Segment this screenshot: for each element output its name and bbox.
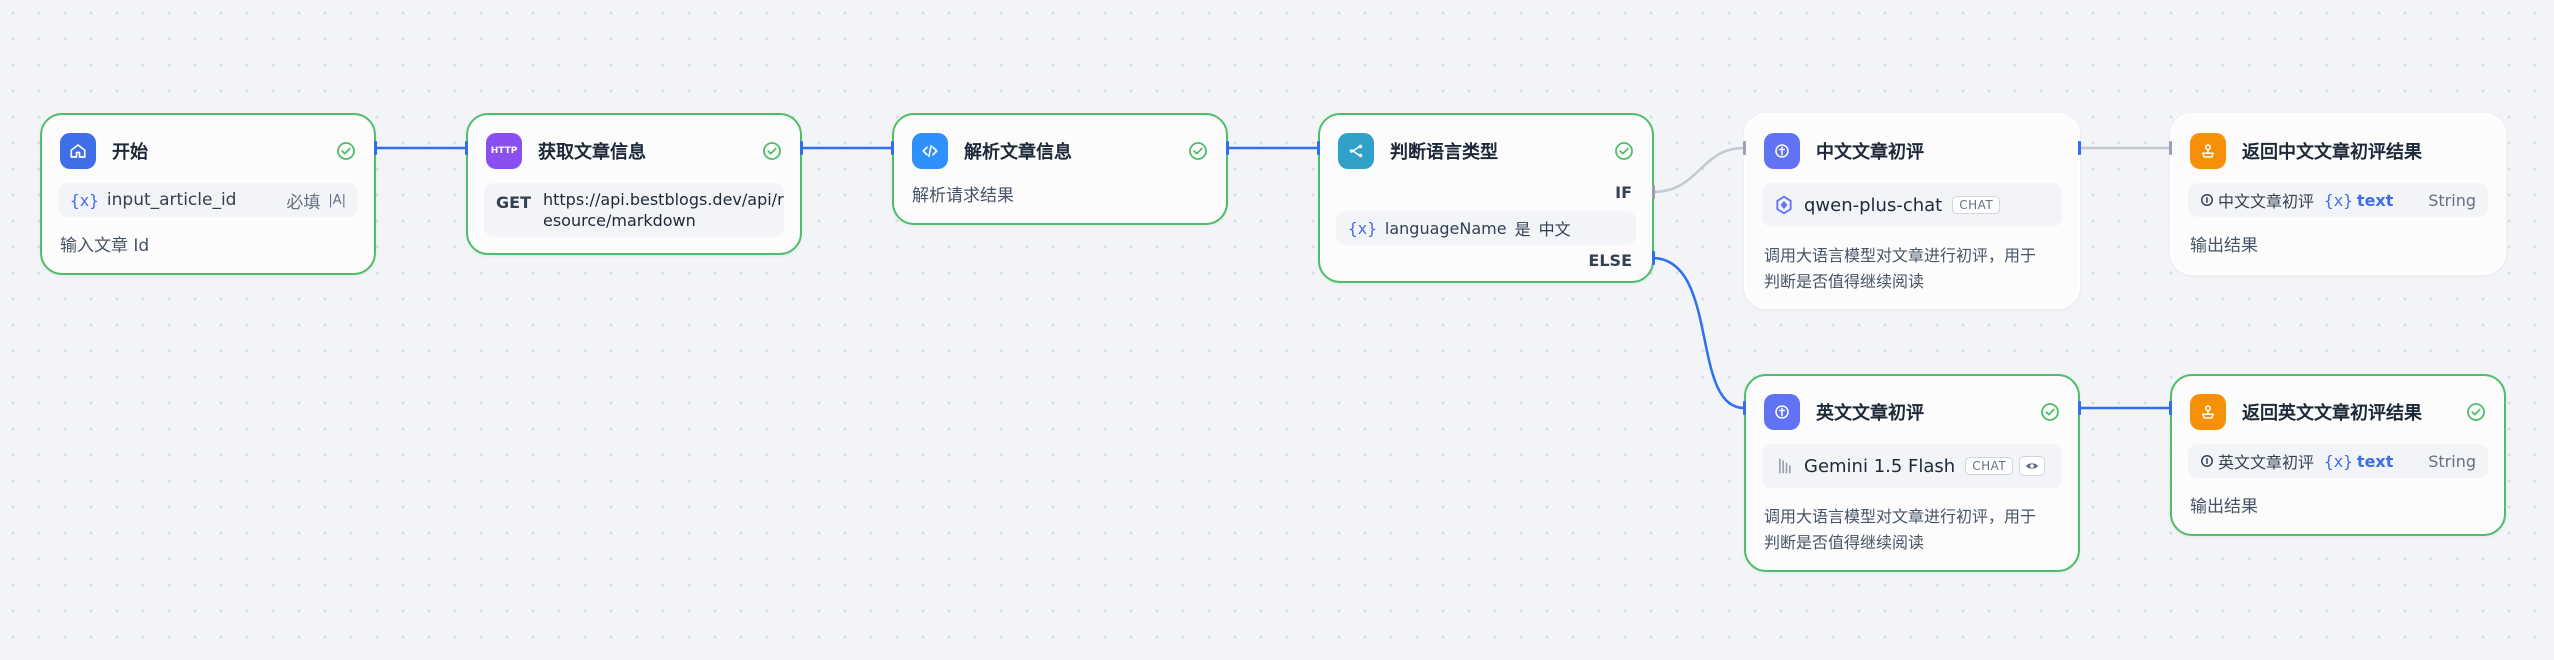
node-description: 调用大语言模型对文章进行初评，用于 判断是否值得继续阅读 [1764, 504, 2036, 556]
variable-name: input_article_id [106, 190, 237, 210]
node-ifelse[interactable]: 判断语言类型 IF {x} languageName 是 中文 ELSE [1318, 113, 1654, 283]
http-icon: HTTP [486, 133, 522, 169]
start-output-port[interactable] [374, 141, 377, 155]
node-description: 输出结果 [2190, 236, 2258, 256]
node-title: 英文文章初评 [1816, 403, 1924, 424]
source-node-name: 英文文章初评 [2218, 453, 2315, 472]
check-circle-icon [2041, 403, 2059, 421]
llm-cn-output-port[interactable] [2078, 141, 2081, 155]
check-circle-icon [1615, 142, 1633, 160]
end-icon [2190, 133, 2226, 169]
node-code[interactable]: 解析文章信息 解析请求结果 [892, 113, 1228, 225]
check-circle-icon [2467, 403, 2485, 421]
http-input-port[interactable] [465, 141, 468, 155]
model-name: Gemini 1.5 Flash [1804, 455, 1956, 477]
node-title: 判断语言类型 [1390, 142, 1498, 163]
node-llm-en[interactable]: 英文文章初评 Gemini 1.5 Flash CHAT 调用大语言模型对文章进… [1744, 374, 2080, 572]
node-start[interactable]: 开始 {x} input_article_id 必填 |A| 输入文章 Id [40, 113, 376, 275]
home-icon [60, 133, 96, 169]
node-title: 获取文章信息 [538, 142, 646, 163]
gemini-model-icon [1779, 458, 1791, 474]
node-description: 输出结果 [2190, 497, 2258, 517]
condition-variable: languageName [1384, 218, 1507, 238]
node-description: 输入文章 Id [60, 236, 150, 256]
code-output-port[interactable] [1226, 141, 1229, 155]
code-icon [912, 133, 948, 169]
description-line-2: 判断是否值得继续阅读 [1764, 272, 1925, 291]
llm-source-icon [2201, 455, 2213, 467]
request-row: GET https://api.bestblogs.dev/api/r esou… [484, 183, 784, 237]
edge-if-llm-cn [1651, 146, 1745, 194]
node-title: 返回英文文章初评结果 [2242, 403, 2422, 424]
model-row: Gemini 1.5 Flash CHAT [1762, 444, 2062, 488]
output-variable-row: 中文文章初评 {x} text String [2188, 183, 2488, 217]
variable-type: String [2428, 190, 2476, 210]
llm-en-input-port[interactable] [1743, 401, 1746, 415]
check-circle-icon [337, 142, 355, 160]
node-llm-cn[interactable]: 中文文章初评 qwen-plus-chat CHAT 调用大语言模型对文章进行初… [1744, 113, 2080, 309]
node-description: 调用大语言模型对文章进行初评，用于 判断是否值得继续阅读 [1764, 243, 2036, 295]
llm-cn-input-port[interactable] [1743, 141, 1746, 155]
if-output-port[interactable] [1652, 185, 1655, 199]
condition-value: 中文 [1538, 220, 1571, 239]
node-title: 返回中文文章初评结果 [2242, 142, 2422, 163]
end-en-input-port[interactable] [2169, 401, 2172, 415]
branch-icon [1338, 133, 1374, 169]
vision-eye-icon [2019, 456, 2046, 476]
check-circle-icon [1189, 142, 1207, 160]
variable-icon: {x} [70, 190, 99, 210]
required-label: 必填 [286, 192, 321, 213]
variable-name: text [2356, 190, 2394, 210]
source-node-name: 中文文章初评 [2218, 192, 2315, 211]
check-circle-icon [763, 142, 781, 160]
model-mode-badge: CHAT [1952, 196, 2001, 214]
text-type-icon: |A| [328, 192, 346, 208]
variable-type: String [2428, 451, 2476, 471]
http-output-port[interactable] [800, 141, 803, 155]
code-input-port[interactable] [891, 141, 894, 155]
request-url-line-2: esource/markdown [542, 211, 696, 230]
node-description: 解析请求结果 [912, 186, 1014, 206]
end-icon [2190, 394, 2226, 430]
else-branch-label: ELSE [1588, 251, 1632, 270]
node-title: 中文文章初评 [1816, 142, 1924, 163]
qwen-model-icon [1776, 195, 1792, 215]
node-end-cn[interactable]: 返回中文文章初评结果 中文文章初评 {x} text String 输出结果 [2170, 113, 2506, 275]
request-url-line-1: https://api.bestblogs.dev/api/r [542, 190, 784, 209]
description-line-1: 调用大语言模型对文章进行初评，用于 [1764, 507, 2037, 526]
llm-icon [1764, 133, 1800, 169]
output-variable-row: 英文文章初评 {x} text String [2188, 444, 2488, 478]
model-mode-badge: CHAT [1965, 457, 2014, 475]
condition-row: {x} languageName 是 中文 [1336, 211, 1636, 245]
node-end-en[interactable]: 返回英文文章初评结果 英文文章初评 {x} text String 输出结果 [2170, 374, 2506, 536]
else-output-port[interactable] [1652, 251, 1655, 265]
condition-operator: 是 [1514, 220, 1531, 239]
model-name: qwen-plus-chat [1804, 194, 1943, 216]
model-row: qwen-plus-chat CHAT [1762, 183, 2062, 227]
llm-icon [1764, 394, 1800, 430]
node-title: 解析文章信息 [964, 142, 1072, 163]
variable-icon: {x} [1348, 218, 1377, 238]
if-branch-label: IF [1615, 183, 1632, 202]
node-http[interactable]: HTTP 获取文章信息 GET https://api.bestblogs.de… [466, 113, 802, 255]
description-line-1: 调用大语言模型对文章进行初评，用于 [1764, 246, 2037, 265]
variable-icon: {x} [2324, 451, 2353, 471]
http-method: GET [496, 193, 531, 212]
ifelse-input-port[interactable] [1317, 141, 1320, 155]
llm-source-icon [2201, 194, 2213, 206]
llm-en-output-port[interactable] [2078, 401, 2081, 415]
edge-else-llm-en [1651, 256, 1745, 410]
end-cn-input-port[interactable] [2169, 141, 2172, 155]
node-title: 开始 [112, 142, 148, 163]
variable-icon: {x} [2324, 190, 2353, 210]
input-variable-row: {x} input_article_id 必填 |A| [58, 183, 358, 217]
description-line-2: 判断是否值得继续阅读 [1764, 533, 1925, 552]
variable-name: text [2356, 451, 2394, 471]
